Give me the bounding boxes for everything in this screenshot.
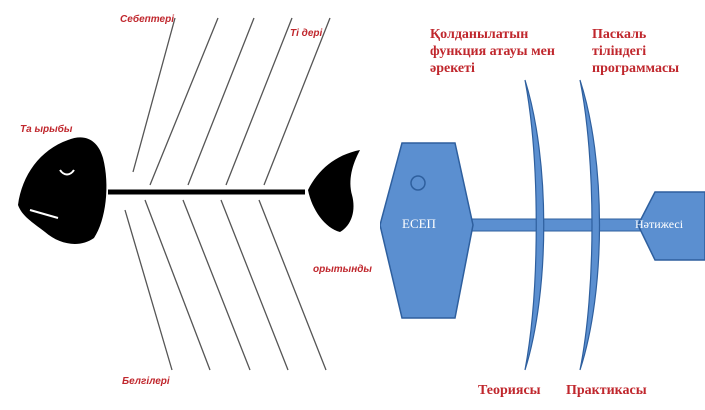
fishbone-diagram-right: ЕСЕП Нәтижесі Қолданылатын функция атауы…: [380, 0, 705, 410]
causes-label: Себептері: [120, 14, 174, 25]
conclusion-label: орытынды: [313, 264, 372, 275]
function-label-line-3: әрекеті: [430, 60, 555, 77]
head-label: Та ырыбы: [20, 124, 72, 135]
upper-bone-4: [264, 18, 330, 185]
function-label-line-1: Қолданылатын: [430, 26, 555, 43]
pascal-label-line-2: тіліндегі: [592, 43, 679, 60]
lower-bone-5: [125, 210, 172, 370]
fishbone-diagram-left: Та ырыбы Себептері Ті дері Белгілері оры…: [0, 0, 380, 410]
function-label: Қолданылатын функция атауы мен әрекеті: [430, 26, 555, 77]
pascal-label-line-1: Паскаль: [592, 26, 679, 43]
practice-label: Практикасы: [566, 382, 647, 399]
upper-bone-2: [188, 18, 254, 185]
fish-tail: [308, 150, 360, 232]
lower-bone-1: [145, 200, 210, 370]
symptoms-label: Белгілері: [122, 376, 170, 387]
upper-bone-3: [226, 18, 292, 185]
spine-bar: [455, 219, 650, 231]
lower-bones: [125, 200, 326, 370]
result-label: Нәтижесі: [635, 217, 683, 232]
fish-head: [18, 137, 106, 244]
pascal-label-line-3: программасы: [592, 60, 679, 77]
upper-bones: [133, 18, 330, 185]
pascal-label: Паскаль тіліндегі программасы: [592, 26, 679, 77]
lower-bone-4: [259, 200, 326, 370]
upper-bone-1: [150, 18, 218, 185]
task-label: ЕСЕП: [402, 216, 436, 232]
function-label-line-2: функция атауы мен: [430, 43, 555, 60]
fishbone-drawing: [0, 0, 380, 410]
lower-bone-2: [183, 200, 250, 370]
upper-right-label: Ті дері: [290, 28, 322, 39]
upper-bone-5: [133, 18, 175, 172]
theory-label: Теориясы: [478, 382, 541, 399]
lower-bone-3: [221, 200, 288, 370]
